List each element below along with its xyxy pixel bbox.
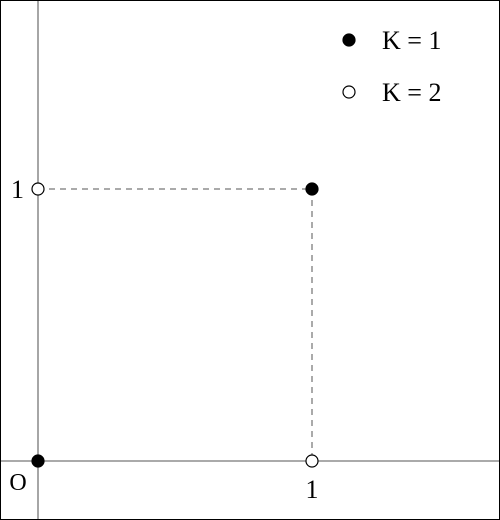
origin-label: O [9, 470, 26, 496]
legend: K = 1 K = 2 [342, 26, 441, 107]
points-layer [31, 182, 319, 468]
data-point-filled-1 [31, 454, 45, 468]
y-tick-label: 1 [11, 175, 24, 204]
legend-label: K = 2 [382, 78, 441, 107]
data-point-open-2 [31, 182, 45, 196]
legend-marker-filled [342, 33, 356, 47]
legend-marker-open [342, 85, 356, 99]
tick-labels-layer: 11O [9, 175, 318, 504]
data-point-open-1 [305, 454, 319, 468]
legend-label: K = 1 [382, 26, 441, 55]
guides-layer [38, 188, 313, 461]
x-tick-label: 1 [306, 475, 319, 504]
data-point-filled-2 [305, 182, 319, 196]
